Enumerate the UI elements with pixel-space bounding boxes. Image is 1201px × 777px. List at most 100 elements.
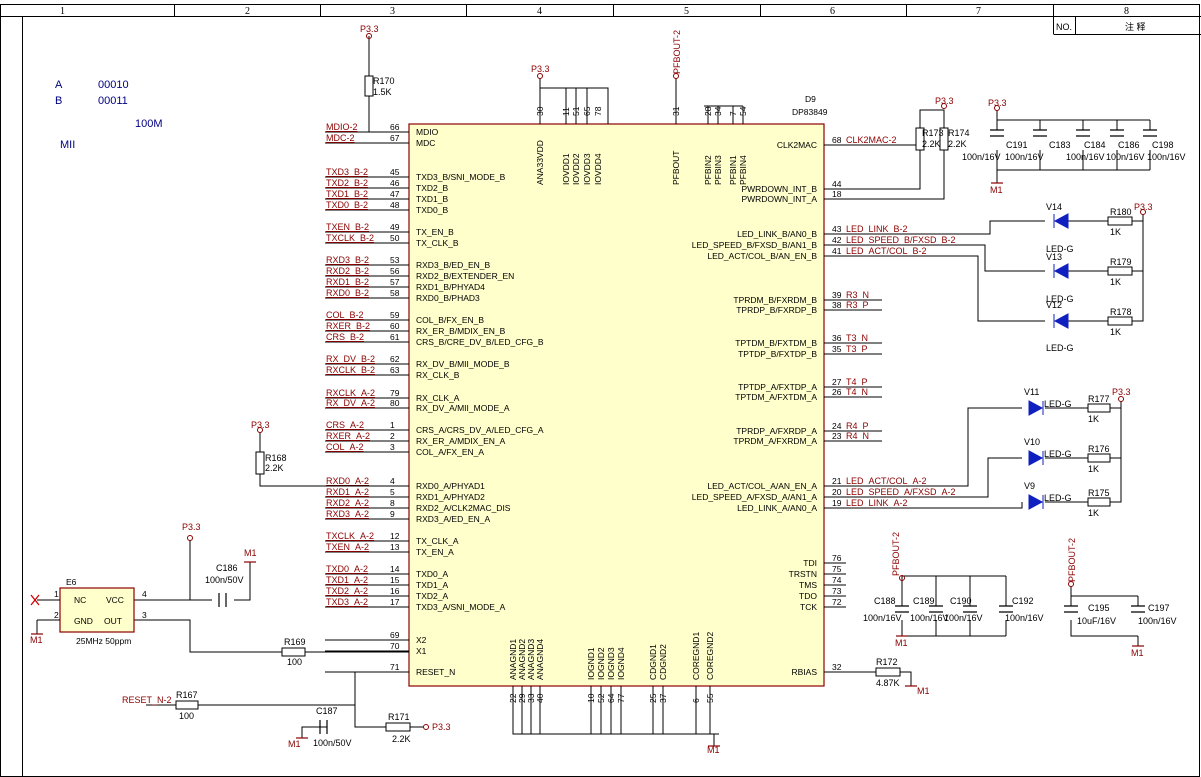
pin-name: RESET_N xyxy=(416,667,455,677)
pin-number: 41 xyxy=(832,246,842,256)
pin-name: TX_EN_B xyxy=(416,227,454,237)
power-symbols: P3.3 P3.3 P3.3 P3.3 P3.3 P3.3 P3.3 P3.3 … xyxy=(30,24,1153,755)
column-label: 5 xyxy=(684,6,689,17)
ref-label: C189 xyxy=(913,596,935,606)
led-type: LED-G xyxy=(1044,493,1072,503)
pin-name: TXD1_A xyxy=(416,580,448,590)
ref-label: R173 xyxy=(922,128,944,138)
info-mode: MII xyxy=(60,139,75,151)
p33-label: P3.3 xyxy=(531,64,550,74)
pin-name: LED_SPEED_A/FXSD_A/AN1_A xyxy=(692,492,818,502)
capacitor-c197 xyxy=(1131,605,1145,613)
pin-name: TDI xyxy=(803,558,817,568)
resistors xyxy=(175,75,1133,732)
pin-number: 2 xyxy=(390,431,395,441)
pin-name: TPRDP_A/FXRDP_A xyxy=(736,426,817,436)
resistor-r172 xyxy=(875,667,901,677)
resistor-r178 xyxy=(1107,316,1133,326)
pin-number: 70 xyxy=(390,641,400,651)
value-label: 100n/16V xyxy=(863,613,902,623)
resistor-r169 xyxy=(281,647,306,657)
info-a-value: 00010 xyxy=(98,79,129,91)
net-label: LED_SPEED_A/FXSD_A-2 xyxy=(846,487,956,497)
pin-name: TXD1_B xyxy=(416,194,448,204)
resistor-r167 xyxy=(175,700,199,710)
pin-name: RBIAS xyxy=(791,667,817,677)
pin-name: MDIO xyxy=(416,127,439,137)
pin-number: 4 xyxy=(390,476,395,486)
osc-pin-label: OUT xyxy=(104,616,122,626)
capacitor xyxy=(1033,129,1047,137)
p33-label: P3.3 xyxy=(182,522,201,532)
pin-name: IOGND1 xyxy=(586,647,596,680)
pin-number: 9 xyxy=(390,509,395,519)
capacitor xyxy=(990,129,1004,137)
ref-label: C192 xyxy=(1012,596,1034,606)
pin-name: PFBIN2 xyxy=(703,155,713,185)
pin-name: RX_ER_B/MDIX_EN_B xyxy=(416,326,506,336)
pin-name: CDGND2 xyxy=(658,644,668,680)
pin-name: RXD3_A/ED_EN_A xyxy=(416,514,491,524)
pin-name: IOGND2 xyxy=(596,647,606,680)
net-label: LED_ACT/COL_A-2 xyxy=(846,476,927,486)
ref-label: R180 xyxy=(1110,207,1132,217)
pin-name: COREGND2 xyxy=(705,632,715,680)
gnd-label: M1 xyxy=(288,739,301,749)
pin-name: CDGND1 xyxy=(648,644,658,680)
pin-name: LED_LINK_B/AN0_B xyxy=(737,229,817,239)
pin-name: RX_ER_A/MDIX_EN_A xyxy=(416,436,506,446)
pin-name: TXD2_B xyxy=(416,183,448,193)
capacitor xyxy=(929,605,943,613)
value-label: 100n/50V xyxy=(205,575,244,585)
net-label: TXD3_A-2 xyxy=(326,597,368,607)
pin-name: X2 xyxy=(416,635,427,645)
chip-ref: D9 xyxy=(805,94,816,104)
pin-number: 78 xyxy=(593,106,603,116)
pin-number: 48 xyxy=(390,200,400,210)
pin-number: 20 xyxy=(832,487,842,497)
osc-pin-number: 4 xyxy=(142,589,147,599)
pin-name: TCK xyxy=(800,602,817,612)
osc-pin-label: GND xyxy=(74,616,93,626)
led-ref: V14 xyxy=(1046,202,1062,212)
osc-pin-number: 3 xyxy=(142,610,147,620)
net-label: RXD0_A-2 xyxy=(326,476,369,486)
resistor-r177 xyxy=(1087,403,1111,413)
net-label: RXCLK_A-2 xyxy=(326,388,375,398)
pin-number: 76 xyxy=(832,553,842,563)
pin-name: TX_EN_A xyxy=(416,547,454,557)
value-label: 100n/16V xyxy=(1066,152,1105,162)
pin-number: 57 xyxy=(390,277,400,287)
value-label: 100 xyxy=(287,657,302,667)
pin-number: 62 xyxy=(390,354,400,364)
value-label: 100n/16V xyxy=(1005,613,1044,623)
capacitor xyxy=(999,605,1013,613)
resistor-r176 xyxy=(1087,453,1111,463)
net-label: LED_SPEED_B/FXSD_B-2 xyxy=(846,235,956,245)
value-label: 2.2K xyxy=(922,139,941,149)
chip-body xyxy=(408,123,825,687)
pin-name: TPTDM_B/FXTDM_B xyxy=(735,338,817,348)
pin-number: 45 xyxy=(390,167,400,177)
pin-number: 80 xyxy=(390,398,400,408)
pin-number: 75 xyxy=(832,564,842,574)
osc-pin-label: VCC xyxy=(106,595,124,605)
gnd-label: M1 xyxy=(1131,648,1144,658)
ref-label: C184 xyxy=(1084,140,1106,150)
net-label: COL_A-2 xyxy=(326,442,364,452)
pin-number: 5 xyxy=(390,487,395,497)
pin-name: TXD3_B/SNI_MODE_B xyxy=(416,172,506,182)
pin-name: RXD1_B/PHYAD4 xyxy=(416,282,485,292)
led-ref: V12 xyxy=(1046,300,1062,310)
pin-name: PWRDOWN_INT_A xyxy=(741,194,817,204)
value-label: 100n/16V xyxy=(1005,152,1044,162)
ref-label: R177 xyxy=(1088,394,1110,404)
pin-number: 8 xyxy=(390,498,395,508)
value-label: 1K xyxy=(1088,464,1099,474)
value-label: 1.5K xyxy=(373,87,392,97)
capacitor-c187 xyxy=(319,720,328,734)
net-label: R4_N xyxy=(846,431,869,441)
no-connect-icon xyxy=(30,594,40,606)
gnd-label: M1 xyxy=(707,745,720,755)
